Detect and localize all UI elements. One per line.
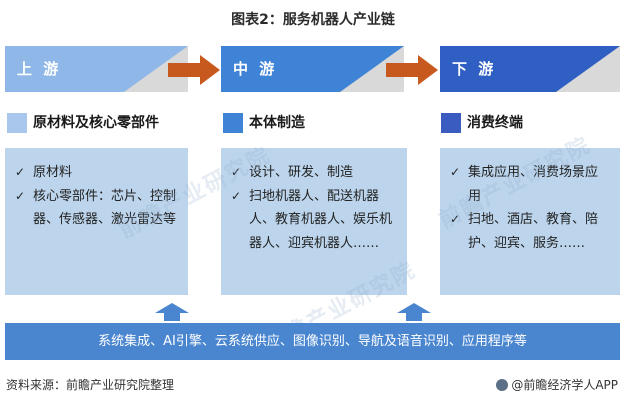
category-downstream-label: 消费终端 bbox=[467, 115, 523, 131]
arrow-right-icon bbox=[386, 55, 438, 85]
category-upstream-label: 原材料及核心零部件 bbox=[33, 115, 159, 131]
brand-logo-icon bbox=[496, 379, 509, 391]
arrow-up-icon bbox=[155, 303, 189, 321]
arrow-up-icon bbox=[397, 303, 431, 321]
check-icon: ✓ bbox=[450, 212, 461, 226]
list-item-text: 扫地机器人、配送机器人、教育机器人、娱乐机器人、迎宾机器人…… bbox=[249, 188, 393, 251]
stage-downstream-header: 下 游 bbox=[440, 46, 620, 92]
supporting-services-bar: 系统集成、AI引擎、云系统供应、图像识别、导航及语音识别、应用程序等 bbox=[5, 323, 620, 360]
source-note: 资料来源：前瞻产业研究院整理 bbox=[6, 378, 175, 392]
list-item: ✓ 集成应用、消费场景应用 bbox=[450, 161, 610, 208]
arrow-right-icon bbox=[168, 55, 220, 85]
stage-midstream-header: 中 游 bbox=[221, 46, 404, 92]
list-item-text: 集成应用、消费场景应用 bbox=[468, 165, 599, 204]
list-item: ✓ 核心零部件：芯片、控制器、传感器、激光雷达等 bbox=[15, 185, 178, 232]
stage-upstream-header: 上 游 bbox=[5, 46, 188, 92]
category-square-icon bbox=[7, 113, 27, 133]
check-icon: ✓ bbox=[231, 188, 242, 203]
check-icon: ✓ bbox=[15, 188, 26, 203]
category-square-icon bbox=[441, 113, 461, 133]
category-square-icon bbox=[223, 113, 243, 133]
list-item-text: 原材料 bbox=[33, 165, 73, 180]
check-icon: ✓ bbox=[450, 165, 461, 179]
check-icon: ✓ bbox=[231, 165, 242, 179]
list-item: ✓ 设计、研发、制造 bbox=[231, 161, 397, 185]
stage-upstream-label: 上 游 bbox=[17, 60, 62, 78]
midstream-content-box: ✓ 设计、研发、制造 ✓ 扫地机器人、配送机器人、教育机器人、娱乐机器人、迎宾机… bbox=[221, 148, 407, 295]
list-item: ✓ 原材料 bbox=[15, 161, 178, 185]
category-midstream-label: 本体制造 bbox=[249, 115, 305, 131]
stage-midstream-label: 中 游 bbox=[233, 60, 278, 78]
list-item-text: 核心零部件：芯片、控制器、传感器、激光雷达等 bbox=[33, 188, 177, 228]
brand-credit-text: @前瞻经济学人APP bbox=[511, 378, 618, 392]
stage-downstream-label: 下 游 bbox=[452, 60, 497, 78]
list-item: ✓ 扫地、酒店、教育、陪护、迎宾、服务…… bbox=[450, 208, 610, 255]
brand-credit: @前瞻经济学人APP bbox=[496, 376, 618, 393]
check-icon: ✓ bbox=[15, 165, 26, 179]
upstream-content-box: ✓ 原材料 ✓ 核心零部件：芯片、控制器、传感器、激光雷达等 bbox=[5, 148, 188, 295]
list-item-text: 设计、研发、制造 bbox=[249, 165, 354, 180]
list-item-text: 扫地、酒店、教育、陪护、迎宾、服务…… bbox=[468, 212, 599, 251]
page-title: 图表2：服务机器人产业链 bbox=[231, 12, 395, 28]
list-item: ✓ 扫地机器人、配送机器人、教育机器人、娱乐机器人、迎宾机器人…… bbox=[231, 185, 397, 256]
downstream-content-box: ✓ 集成应用、消费场景应用 ✓ 扫地、酒店、教育、陪护、迎宾、服务…… bbox=[440, 148, 620, 295]
